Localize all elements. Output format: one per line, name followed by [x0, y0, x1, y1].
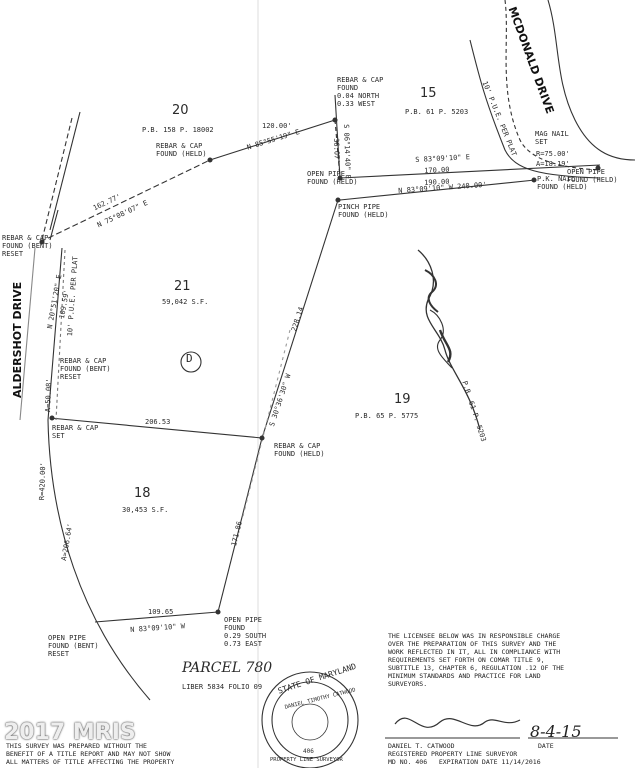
surveyor-name: DANIEL T. CATWOOD — [388, 742, 455, 750]
lot-15-number: 15 — [420, 86, 437, 101]
monument-label: REBAR & CAP SET — [52, 424, 99, 440]
monument-label: REBAR & CAP FOUND (BENT) RESET — [2, 234, 53, 258]
lot-20-number: 20 — [172, 103, 189, 118]
seal-bottom: PROPERTY LINE SURVEYOR — [270, 757, 343, 763]
monument-label: REBAR & CAP FOUND 0.04 NORTH 0.33 WEST — [337, 76, 384, 108]
certification-text: THE LICENSEE BELOW WAS IN RESPONSIBLE CH… — [388, 632, 565, 688]
date-label: DATE — [538, 742, 554, 750]
lot-19-number: 19 — [394, 392, 411, 407]
parcel-label: PARCEL 780 — [182, 660, 273, 676]
monument-label: MAG NAIL SET — [535, 130, 569, 146]
surveyor-license: MD NO. 406 EXPIRATION DATE 11/14/2016 — [388, 758, 541, 766]
circle-d-label: D — [186, 352, 193, 365]
distance-label: 120.00' — [262, 122, 292, 130]
surveyor-title: REGISTERED PROPERTY LINE SURVEYOR — [388, 750, 518, 758]
lot-20-plat: P.B. 158 P. 18002 — [142, 126, 214, 134]
distance-label: 170.00 — [424, 165, 450, 175]
arc-label: A=50.08' — [44, 378, 54, 413]
lot-21-area: 59,042 S.F. — [162, 298, 209, 306]
lot-19-plat: P.B. 65 P. 5775 — [355, 412, 419, 420]
monument-label: OPEN PIPE FOUND (HELD) — [307, 170, 358, 186]
monument-label: OPEN PIPE FOUND (BENT) RESET — [48, 634, 99, 658]
seal-number: 406 — [303, 748, 314, 755]
distance-label: 109.65 — [148, 608, 174, 616]
monument-label: OPEN PIPE FOUND (HELD) — [567, 168, 618, 184]
distance-label: 36.07' — [332, 138, 341, 164]
lot-21-number: 21 — [174, 279, 191, 294]
arc-label: R=420.00' — [38, 462, 48, 501]
curve-label: A=18.19' — [536, 160, 570, 168]
street-label-aldershot: ALDERSHOT DRIVE — [11, 281, 24, 398]
lot-18-area: 30,453 S.F. — [122, 506, 169, 514]
distance-label: 206.53 — [145, 418, 171, 426]
monument-label: REBAR & CAP FOUND (HELD) — [274, 442, 325, 458]
monument-label: REBAR & CAP FOUND (BENT) RESET — [60, 357, 111, 381]
monument-label: OPEN PIPE FOUND 0.29 SOUTH 0.73 EAST — [224, 616, 267, 648]
signature-date: 8-4-15 — [530, 722, 582, 741]
curve-label: R=75.00' — [536, 150, 570, 158]
monument-label: P.K. NAIL FOUND (HELD) — [537, 175, 588, 191]
parcel-liber: LIBER 5834 FOLIO 09 — [182, 683, 263, 691]
lot-18-number: 18 — [134, 486, 151, 501]
monument-label: REBAR & CAP FOUND (HELD) — [156, 142, 207, 158]
mris-watermark: 2017 MRIS — [4, 720, 136, 745]
monument-label: PINCH PIPE FOUND (HELD) — [338, 203, 389, 219]
disclaimer-text: THIS SURVEY WAS PREPARED WITHOUT THE BEN… — [6, 742, 175, 766]
lot-15-plat: P.B. 61 P. 5203 — [405, 108, 469, 116]
